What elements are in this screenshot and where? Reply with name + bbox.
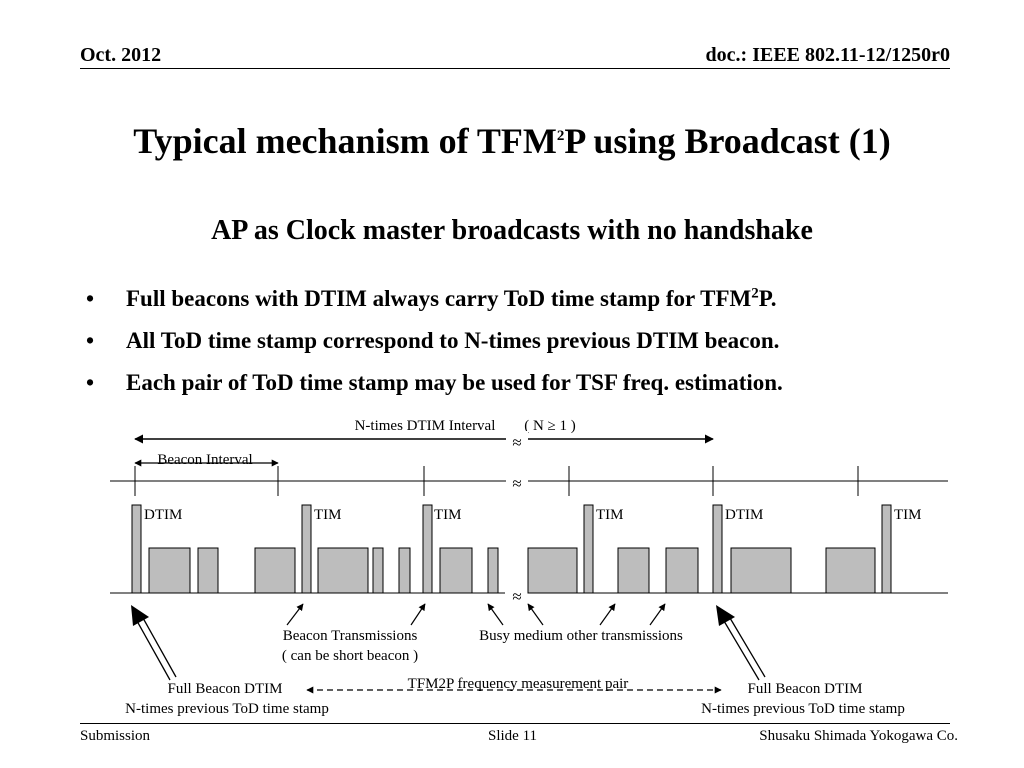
full-beacon-right-line2: N-times previous ToD time stamp [701,701,905,717]
bullet-item: • Each pair of ToD time stamp may be used… [86,362,783,404]
beacon-transmissions-label: Beacon Transmissions [283,628,418,644]
arrow-head [716,605,735,626]
header-date: Oct. 2012 [80,44,162,66]
transmission-block [254,547,296,594]
footer-slide-number: Slide 11 [488,728,538,744]
busy-medium-label: Busy medium other transmissions [479,628,683,644]
beacon-bars [131,504,892,594]
bullet-list: • Full beacons with DTIM always carry ToD… [86,278,783,404]
bullet-text: All ToD time stamp correspond to N-times… [126,328,780,353]
bullet-item: • Full beacons with DTIM always carry ToD… [86,278,783,320]
bullet-text-part2: P. [758,286,777,311]
transmission-block [317,547,369,594]
full-beacon-left-line2: N-times previous ToD time stamp [125,701,329,717]
beacon-labels: DTIM TIM TIM TIM DTIM TIM [144,507,922,523]
title-text-part1: Typical mechanism of TFM [133,121,557,161]
n-times-interval-label: N-times DTIM Interval [355,418,496,434]
beacon-interval-label: Beacon Interval [157,452,252,468]
transmission-block [665,547,699,594]
arrow-shaft [142,617,177,678]
header-rule [80,68,950,69]
beacon-label: TIM [894,507,922,523]
arrow-head [131,605,149,626]
pointer-arrow [527,603,544,626]
transmission-block [617,547,650,594]
header-doc-id: doc.: IEEE 802.11-12/1250r0 [705,44,950,66]
beacon-bar-tim [301,504,312,594]
pointer-arrows [286,603,666,626]
bullet-marker: • [86,370,95,395]
pointer-arrow [649,603,666,626]
break-mark: ≈ [512,474,521,493]
bullet-marker: • [86,328,95,353]
beacon-label: DTIM [144,507,182,523]
short-beacon-label: ( can be short beacon ) [282,648,418,664]
arrow-shaft [723,620,760,681]
pointer-arrow [410,603,426,626]
beacon-label: DTIM [725,507,763,523]
transmission-block [398,547,411,594]
beacon-bar-tim [422,504,433,594]
transmission-block [527,547,578,594]
break-gap [506,585,528,603]
footer-rule [80,723,950,724]
bullet-text: Each pair of ToD time stamp may be used … [126,370,783,395]
pointer-arrow [487,603,504,626]
title-superscript: 2 [556,128,565,144]
slide-title: Typical mechanism of TFM2P using Broadca… [0,120,1024,162]
beacon-bar-dtim [131,504,142,594]
break-gap [506,431,528,449]
transmission-block [372,547,384,594]
bullet-marker: • [86,286,95,311]
title-text-part2: P using Broadcast (1) [564,121,891,161]
beacon-bar-tim [583,504,594,594]
measurement-pair-label: TFM2P frequency measurement pair [408,676,629,692]
beacon-label: TIM [596,507,624,523]
beacon-label: TIM [314,507,342,523]
full-beacon-left-arrow [131,605,177,681]
bullet-item: • All ToD time stamp correspond to N-time… [86,320,783,362]
slide-subtitle: AP as Clock master broadcasts with no ha… [211,215,813,246]
break-gap [506,473,528,491]
bullet-superscript: 2 [751,285,759,302]
break-mark: ≈ [512,433,521,452]
transmission-block [730,547,792,594]
bullet-text-part1: Full beacons with DTIM always carry ToD … [126,286,752,311]
beacon-timing-diagram: N-times DTIM Interval ( N ≥ 1 ) Beacon I… [110,418,948,717]
pointer-arrow [286,603,304,626]
arrow-shaft [729,617,766,678]
transmission-block [439,547,473,594]
arrow-shaft [136,620,171,681]
transmission-block [197,547,219,594]
n-condition-label: ( N ≥ 1 ) [524,418,576,434]
transmission-block [487,547,499,594]
beacon-bar-dtim [712,504,723,594]
full-beacon-right-line1: Full Beacon DTIM [748,681,863,697]
interval-ticks [134,466,859,496]
transmission-block [148,547,191,594]
footer-author: Shusaku Shimada Yokogawa Co. [759,728,958,744]
transmission-blocks [148,547,876,594]
full-beacon-left-line1: Full Beacon DTIM [168,681,283,697]
beacon-bar-tim [881,504,892,594]
transmission-block [825,547,876,594]
beacon-label: TIM [434,507,462,523]
pointer-arrow [599,603,616,626]
footer-submission: Submission [80,728,151,744]
full-beacon-right-arrow [716,605,766,681]
break-mark: ≈ [512,587,521,606]
